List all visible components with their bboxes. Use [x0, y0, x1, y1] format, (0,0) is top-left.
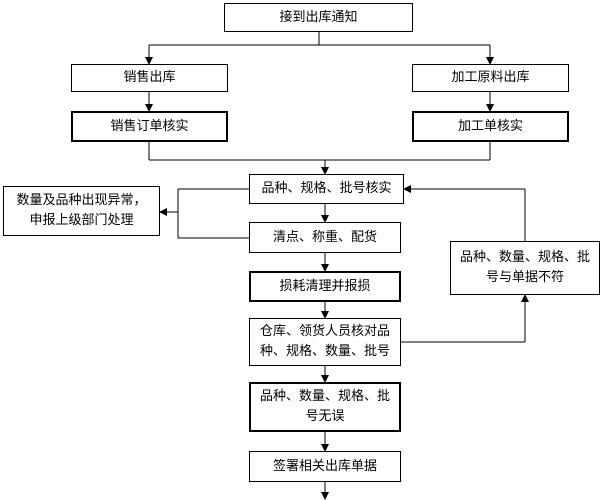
node-loss-clean: 损耗清理并报损 [249, 271, 401, 302]
node-no-error: 品种、数量、规格、批 号无误 [249, 382, 401, 432]
node-count-weigh: 清点、称重、配货 [249, 222, 401, 253]
node-sales-out: 销售出库 [71, 64, 228, 92]
node-sales-order-check: 销售订单核实 [71, 111, 228, 142]
node-sign-docs: 签署相关出库单据 [249, 451, 401, 482]
node-mismatch: 品种、数量、规格、批 号与单据不符 [450, 241, 600, 295]
node-staff-verify: 仓库、领货人员核对品 种、规格、数量、批号 [249, 318, 401, 366]
node-material-out: 加工原料出库 [412, 64, 569, 92]
node-receive-notice: 接到出库通知 [224, 3, 413, 32]
node-variety-check: 品种、规格、批号核实 [249, 174, 404, 204]
node-exception-report: 数量及品种出现异常， 申报上级部门处理 [3, 186, 160, 236]
node-process-order-check: 加工单核实 [412, 111, 569, 142]
